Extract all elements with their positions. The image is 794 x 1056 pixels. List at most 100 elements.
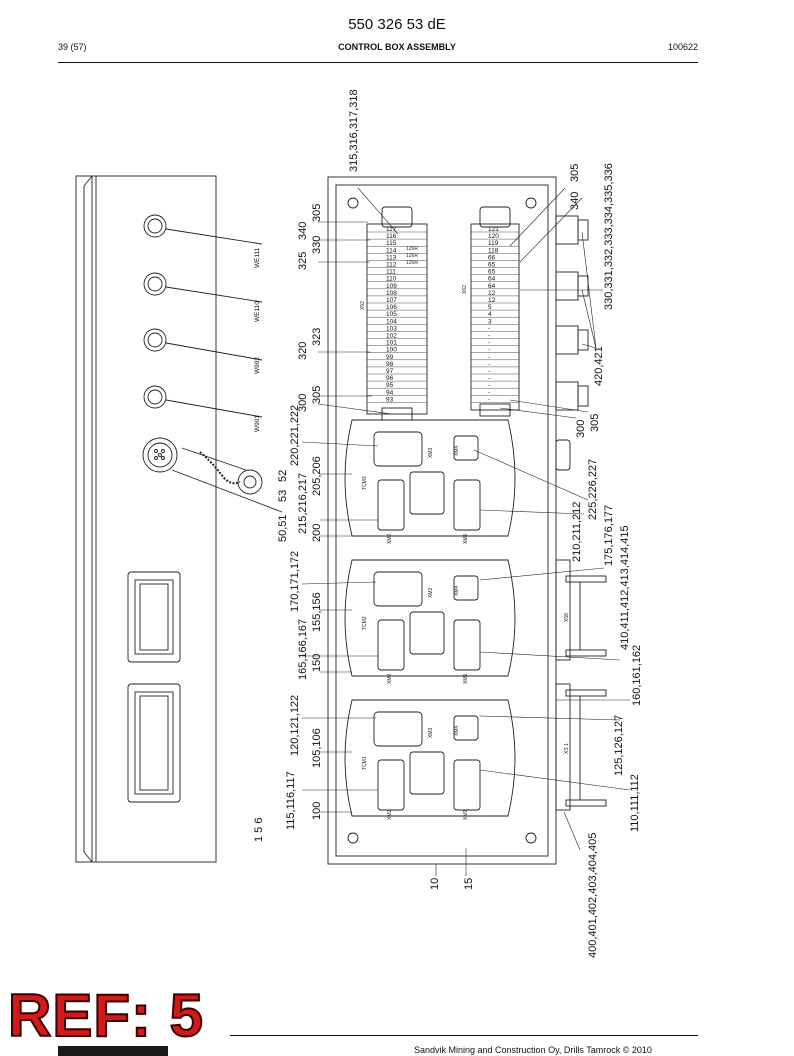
- x62-terminal-number: 121: [488, 226, 499, 233]
- terminal-numbers-x52: 1171161151141131121111101091081071061051…: [367, 226, 427, 403]
- callout-340a: 340: [297, 222, 309, 240]
- connector-plate-x58: [555, 559, 607, 661]
- callout-325: 325: [297, 252, 309, 270]
- callout-420: 420,421: [593, 346, 605, 386]
- control-box-housing: [327, 176, 557, 865]
- label-xm4-mid: XM4: [454, 586, 460, 597]
- x62-terminal-number: -: [488, 389, 490, 396]
- terminal-side-marks: 126R 126R 126R: [406, 246, 418, 266]
- x52-terminal-number: 101: [386, 340, 397, 347]
- x52-terminal-number: 116: [386, 233, 397, 240]
- x62-terminal-number: -: [488, 325, 490, 332]
- callout-53: 53: [277, 490, 289, 502]
- callout-165: 165,166,167: [297, 619, 309, 680]
- x62-terminal-number: 118: [488, 247, 499, 254]
- x52-terminal-number: 106: [386, 304, 397, 311]
- callout-105: 105,106: [311, 728, 323, 768]
- door-connector-lower-rect: [127, 683, 181, 803]
- x62-terminal-number: 12: [488, 290, 496, 297]
- callout-330a: 330: [311, 236, 323, 254]
- x52-terminal-number: 114: [386, 247, 397, 254]
- x52-terminal-number: 95: [386, 382, 394, 389]
- callout-numbers: 315,316,317,318 340 305 330 325 340 305 …: [253, 89, 643, 958]
- document-number: 550 326 53 dE: [348, 16, 446, 33]
- label-xm1-bot: XM1: [463, 810, 469, 821]
- label-xm3-mid: XM3: [428, 588, 434, 599]
- door-connector-upper-rect: [127, 571, 181, 663]
- door-connector-we111: [143, 214, 263, 245]
- label-tcm1: TCM1: [362, 756, 368, 770]
- cable-glands-right: [555, 215, 589, 471]
- label-w902: W902: [254, 357, 261, 374]
- callout-15: 15: [463, 878, 475, 890]
- x52-terminal-number: 105: [386, 311, 397, 318]
- callout-410: 410,411,412,413,414,415: [619, 525, 631, 650]
- x62-terminal-number: 119: [488, 240, 499, 247]
- door-connector-labels: WE111 WE110 W902 W901: [254, 247, 261, 432]
- callout-125: 125,126,127: [613, 715, 625, 776]
- x62-terminal-number: -: [488, 347, 490, 354]
- footer-divider: [230, 1035, 698, 1036]
- callout-340b: 340: [569, 192, 581, 210]
- label-xm2-bot: XM2: [387, 810, 393, 821]
- x62-terminal-number: 4: [488, 311, 492, 318]
- label-xm3-top: XM3: [428, 448, 434, 459]
- callout-305b: 305: [569, 164, 581, 182]
- footer-copyright: Sandvik Mining and Construction Oy, Dril…: [414, 1045, 652, 1055]
- x52-terminal-number: 113: [386, 254, 397, 261]
- label-x58: X58: [564, 613, 570, 622]
- brand-strip: [58, 1046, 168, 1056]
- door-connector-w902: [143, 328, 263, 361]
- label-tcm3: TCM3: [362, 476, 368, 490]
- terminal-mark-3: 126R: [406, 260, 418, 266]
- label-xm1-mid: XM1: [463, 674, 469, 685]
- x62-terminal-number: 66: [488, 254, 496, 261]
- x52-terminal-number: 98: [386, 361, 394, 368]
- round-plug-connector: [142, 437, 283, 513]
- terminal-mark-2: 126R: [406, 253, 418, 259]
- callout-160: 160,161,162: [631, 645, 643, 706]
- label-xm1-top: XM1: [463, 534, 469, 545]
- door-connector-we110: [143, 272, 263, 303]
- x52-terminal-number: 97: [386, 368, 394, 375]
- callout-210: 210,211,212: [571, 502, 583, 562]
- reference-badge: REF: 5: [7, 982, 205, 1049]
- callout-300b: 300: [575, 420, 587, 438]
- x52-terminal-number: 111: [386, 269, 396, 276]
- callout-225: 225,226,227: [587, 459, 599, 520]
- callout-110: 110,111,112: [629, 774, 641, 832]
- leader-lines: [301, 187, 631, 876]
- x52-terminal-number: 109: [386, 283, 397, 290]
- label-xm2-mid: XM2: [387, 674, 393, 685]
- callout-150: 150: [311, 654, 323, 672]
- door-connector-w901: [143, 385, 263, 418]
- x62-terminal-number: 65: [488, 269, 496, 276]
- terminal-labels: X52 X62 X58 XS 1: [360, 285, 570, 754]
- callout-100: 100: [311, 802, 323, 820]
- tcm-module-2: [344, 559, 516, 677]
- label-xm3-bot: XM3: [428, 728, 434, 739]
- x52-terminal-number: 102: [386, 333, 397, 340]
- document-date: 100622: [667, 42, 698, 52]
- callout-220: 220,221,222: [289, 405, 301, 466]
- callout-215: 215,216,217: [297, 473, 309, 534]
- x52-terminal-number: 93: [386, 396, 394, 403]
- callout-115: 115,116,117: [285, 771, 297, 830]
- door-panel: [75, 175, 217, 863]
- x52-terminal-number: 96: [386, 375, 394, 382]
- callout-155: 155,156: [311, 592, 323, 632]
- label-x62: X62: [462, 285, 468, 294]
- x62-terminal-number: -: [488, 368, 490, 375]
- x62-terminal-number: -: [488, 354, 490, 361]
- x62-terminal-number: 64: [488, 276, 496, 283]
- callout-52: 52: [277, 470, 289, 482]
- callout-305a: 305: [311, 204, 323, 222]
- callout-305c: 305: [311, 386, 323, 404]
- callout-156: 1 5 6: [253, 818, 265, 842]
- callout-5051: 50,51: [277, 514, 289, 542]
- module-labels: TCM3 TCM2 TCM1 XM3 XM4 XM2 XM1 XM3 XM4 X…: [362, 446, 469, 821]
- label-xs1: XS 1: [564, 743, 570, 754]
- x62-terminal-number: 120: [488, 233, 499, 240]
